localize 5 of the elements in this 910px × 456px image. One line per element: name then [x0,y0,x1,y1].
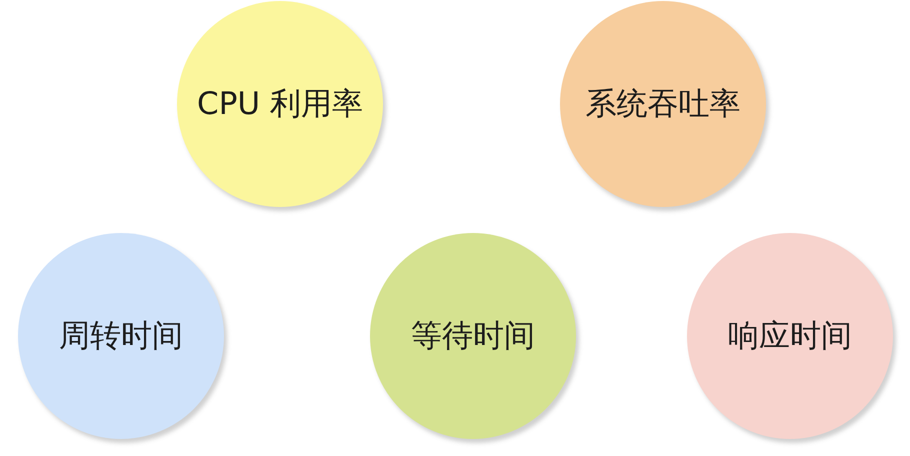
node-label: 等待时间 [411,318,535,354]
node-label: 系统吞吐率 [586,86,740,122]
node-label: CPU 利用率 [197,86,363,122]
node-label: 响应时间 [728,318,852,354]
node-label: 周转时间 [59,318,183,354]
